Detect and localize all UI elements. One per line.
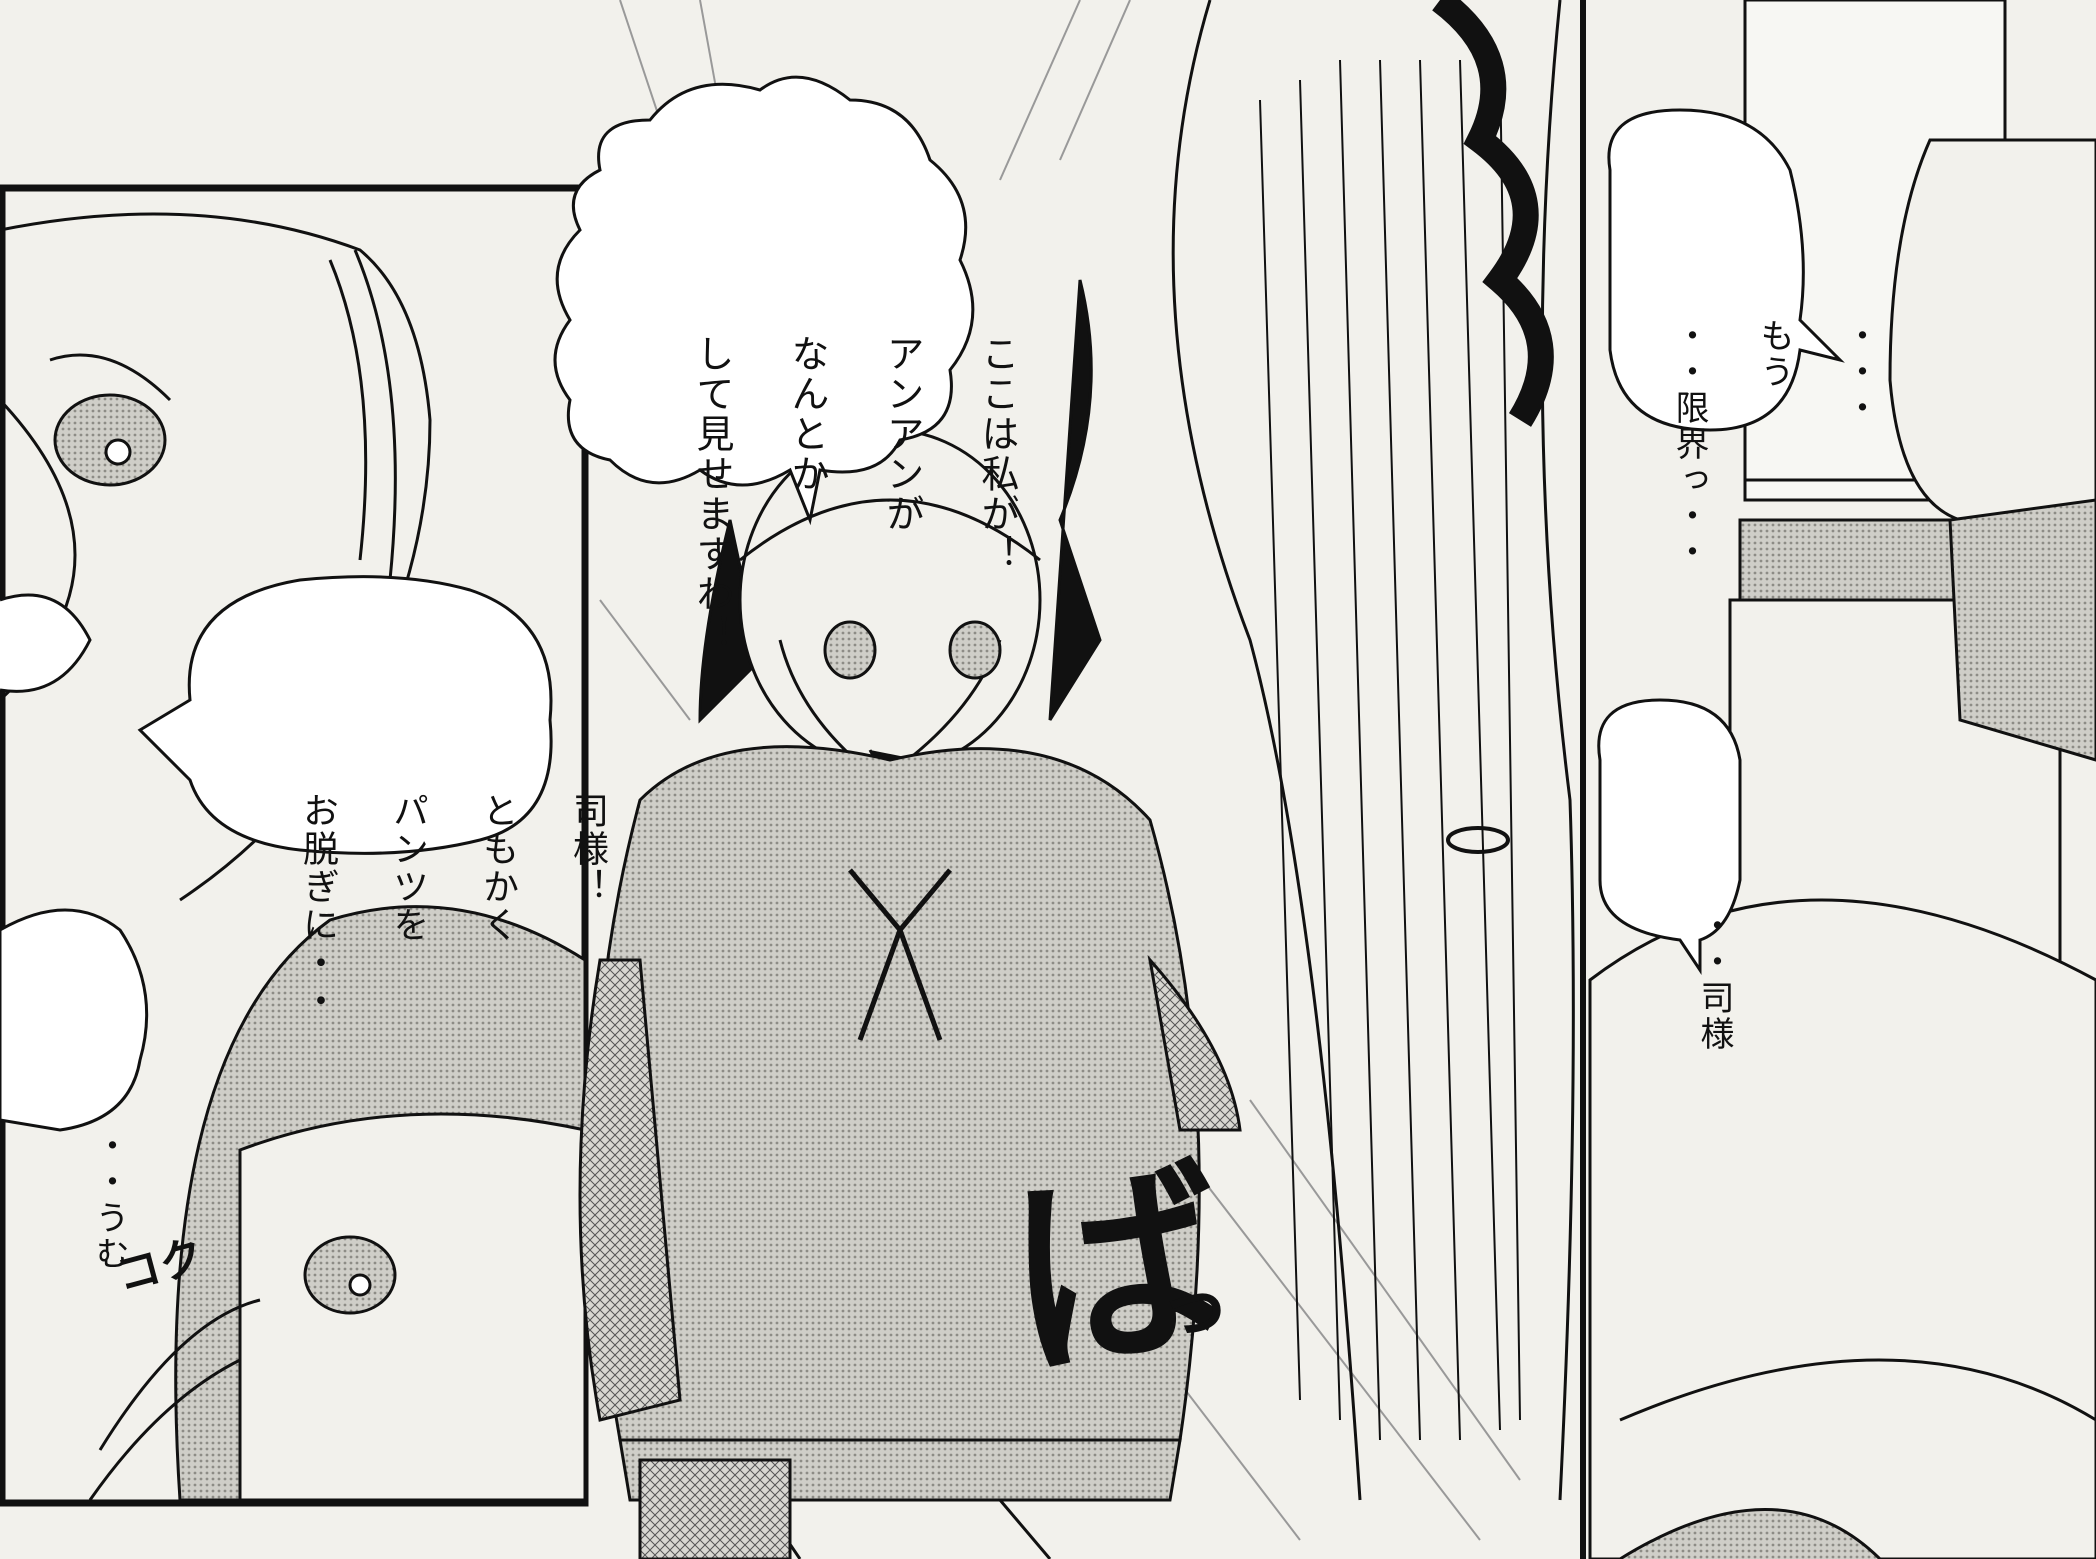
- bubble-umu: [0, 908, 149, 1132]
- genkai-line-3: ・・限界っ・・: [1669, 318, 1709, 570]
- tsukasa-line-4: お脱ぎに・・: [297, 792, 338, 1020]
- genkai-line-1: ・・・: [1839, 318, 1879, 426]
- sfx-small-tsu: っ: [1160, 1265, 1230, 1347]
- bubble-text-umu: ・・うむ: [45, 960, 173, 1272]
- bubble-text-tsukasa: 司様！ ともかく パンツを お脱ぎに・・: [250, 620, 655, 1020]
- tsukasa-call-line-1: ・・司様: [1694, 908, 1734, 1052]
- tsukasa-line-2: ともかく: [477, 792, 518, 944]
- bubble-text-tsukasa-call: ・・司様: [1650, 740, 1778, 1052]
- anan-line-3: なんとか: [785, 334, 829, 494]
- anan-line-1: ここは私が！: [975, 334, 1019, 574]
- left-panel-frame: [0, 184, 589, 1507]
- anan-line-2: アンアンが: [880, 334, 924, 534]
- tsukasa-line-3: パンツを: [387, 792, 428, 944]
- tsukasa-line-1: 司様！: [567, 792, 608, 906]
- umu-line-1: ・・うむ: [89, 1128, 129, 1272]
- anan-line-4: して見せますわ！: [690, 334, 734, 654]
- bubble-tsukasa-call: [1597, 698, 1742, 975]
- right-panel-room: [1588, 0, 2096, 1559]
- left-bottom-girl: [88, 905, 587, 1502]
- foreground-hair: [1171, 0, 1575, 1501]
- center-maid-girl: [578, 279, 1242, 1559]
- bubble-tsukasa: [137, 575, 553, 855]
- bubble-genkai: [1607, 108, 1845, 432]
- bubble-anan: [553, 75, 975, 526]
- bubble-text-anan: ここは私が！ アンアンが なんとか して見せますわ！: [640, 150, 1068, 654]
- bubble-text-genkai: ・・・ もう ・・限界っ・・: [1625, 150, 1923, 570]
- genkai-line-2: もう: [1754, 318, 1794, 390]
